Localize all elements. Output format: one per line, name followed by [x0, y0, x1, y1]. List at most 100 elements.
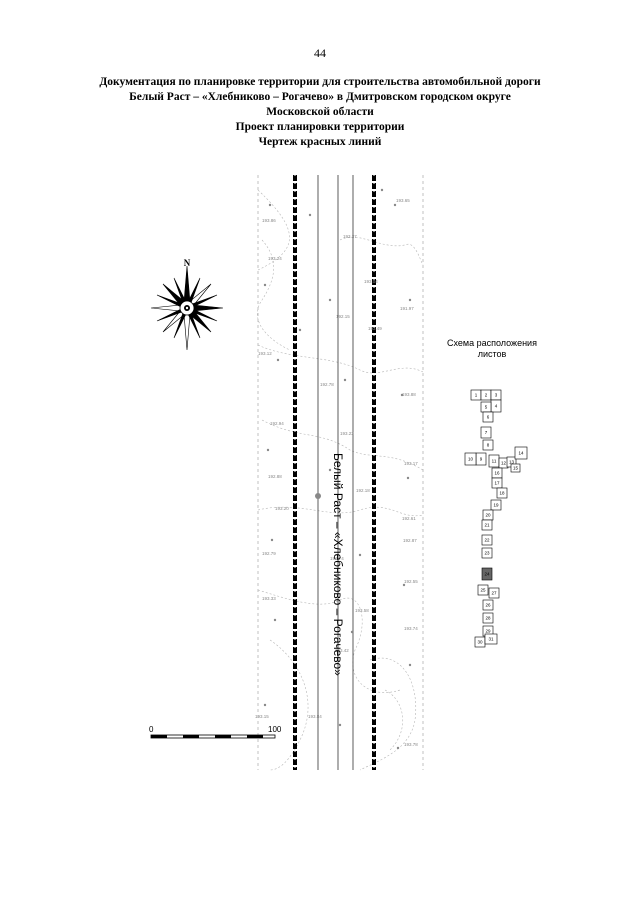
- elevation-mark: 192.94: [270, 421, 284, 426]
- sheet-number: 27: [491, 591, 497, 596]
- elevation-mark: 193.88: [402, 392, 416, 397]
- title-line-5: Чертеж красных линий: [258, 136, 382, 148]
- elevation-mark: 193.49: [368, 326, 382, 331]
- sheet-number: 6: [487, 415, 490, 420]
- elevation-mark: 193.24: [268, 256, 282, 261]
- elevation-mark: 192.55: [404, 579, 418, 584]
- sheet-8: 8: [482, 439, 494, 451]
- survey-points: [263, 188, 412, 750]
- sheet-number: 31: [488, 637, 494, 642]
- sheet-14: 14: [514, 446, 528, 460]
- scheme-caption: Схема расположения листов: [432, 338, 552, 360]
- elevation-marks: 193.65193.37193.86193.04193.24191.97192.…: [255, 198, 418, 747]
- elevation-mark: 193.65: [396, 198, 410, 203]
- sheet-number: 10: [468, 457, 474, 462]
- sheet-number: 23: [484, 551, 490, 556]
- sheet-frame: [481, 567, 493, 581]
- sheet-24: 24: [481, 567, 493, 581]
- sheet-23: 23: [481, 547, 493, 559]
- title-block: Документация по планировке территории дл…: [40, 75, 600, 150]
- north-label: N: [184, 258, 191, 268]
- sheet-frame: [484, 633, 498, 645]
- sheet-11: 11: [488, 454, 500, 468]
- sheet-frame: [477, 584, 489, 596]
- sheet-number: 14: [518, 451, 524, 456]
- sheet-31: 31: [484, 633, 498, 645]
- elevation-mark: 193.74: [404, 626, 418, 631]
- sheet-number: 16: [494, 471, 500, 476]
- elevation-mark: 191.97: [400, 306, 414, 311]
- compass-rose-icon: [150, 265, 224, 351]
- sheet-1: 1: [470, 389, 482, 401]
- elevation-mark: 193.15: [255, 714, 269, 719]
- elevation-mark: 193.22: [340, 431, 354, 436]
- elevation-mark: 193.17: [404, 461, 418, 466]
- title-line-1: Документация по планировке территории дл…: [99, 76, 541, 88]
- sheet-number: 15: [513, 466, 519, 471]
- sheet-frame: [480, 426, 492, 439]
- scale-end-label: 100: [268, 725, 282, 734]
- sheet-frame: [510, 463, 521, 473]
- elevation-mark: 192.18: [356, 488, 370, 493]
- elevation-mark: 192.78: [320, 382, 334, 387]
- sheet-number: 4: [495, 404, 498, 409]
- elevation-mark: 193.37: [343, 234, 357, 239]
- sheet-number: 9: [480, 457, 483, 462]
- elevation-mark: 193.86: [262, 218, 276, 223]
- sheet-5: 5: [480, 401, 492, 413]
- elevation-mark: 193.58: [355, 608, 369, 613]
- title-line-3: Московской области: [266, 106, 374, 118]
- sheet-10: 10: [464, 452, 477, 466]
- title-line-2: Белый Раст – «Хлебниково – Рогачево» в Д…: [129, 91, 511, 103]
- sheet-number: 11: [492, 459, 497, 464]
- elevation-mark: 192.61: [402, 516, 416, 521]
- sheet-12: 12: [498, 457, 509, 469]
- sheet-frame: [482, 612, 494, 624]
- sheet-number: 26: [485, 603, 491, 608]
- sheet-number: 8: [487, 443, 490, 448]
- elevation-mark: 192.87: [403, 538, 417, 543]
- sheet-17: 17: [491, 477, 503, 489]
- sheet-frame: [488, 587, 500, 599]
- sheet-2: 2: [480, 389, 492, 401]
- sheet-number: 22: [484, 538, 490, 543]
- sheet-7: 7: [480, 426, 492, 439]
- sheet-number: 30: [477, 640, 483, 645]
- elevation-mark: 193.12: [258, 351, 272, 356]
- elevation-mark: 192.79: [262, 551, 276, 556]
- scale-start-label: 0: [149, 725, 154, 734]
- sheet-frame: [482, 411, 494, 423]
- elevation-mark: 193.20: [275, 506, 289, 511]
- sheet-number: 1: [475, 393, 478, 398]
- sheet-30: 30: [474, 636, 486, 648]
- sheet-27: 27: [488, 587, 500, 599]
- elevation-mark: 193.42: [335, 648, 349, 653]
- elevation-mark: 193.78: [404, 742, 418, 747]
- elevation-mark: 193.33: [262, 596, 276, 601]
- scale-bar: [150, 734, 276, 739]
- sheet-frame: [481, 547, 493, 559]
- sheet-21: 21: [481, 519, 493, 531]
- sheet-26: 26: [482, 599, 494, 611]
- sheet-16: 16: [491, 467, 503, 479]
- sheet-frame: [496, 487, 508, 499]
- sheet-25: 25: [477, 584, 489, 596]
- sheet-frame: [482, 439, 494, 451]
- sheet-number: 20: [485, 513, 491, 518]
- sheet-6: 6: [482, 411, 494, 423]
- sheet-22: 22: [481, 534, 493, 546]
- sheet-number: 13: [509, 460, 515, 465]
- sheet-frame: [481, 519, 493, 531]
- sheet-3: 3: [490, 389, 502, 401]
- sheet-frame: [481, 534, 493, 546]
- contour-lines: [257, 189, 424, 771]
- sheet-20: 20: [482, 509, 494, 521]
- sheet-15: 15: [510, 463, 521, 473]
- sheet-number: 19: [493, 503, 499, 508]
- sheet-frame: [490, 499, 502, 511]
- scheme-caption-line-2: листов: [477, 349, 507, 359]
- sheet-number: 28: [485, 616, 491, 621]
- sheet-number: 29: [485, 629, 491, 634]
